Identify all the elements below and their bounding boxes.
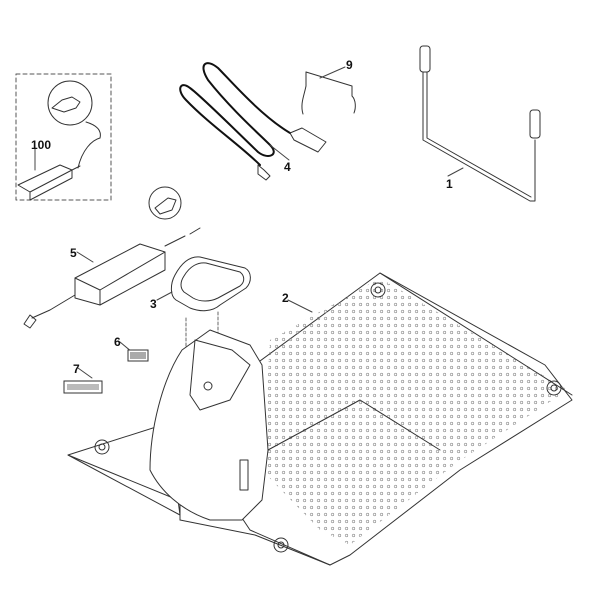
part-5-power-supply bbox=[23, 186, 201, 329]
callout-5: 5 bbox=[70, 246, 77, 260]
part-100-group bbox=[15, 73, 112, 201]
callout-7: 7 bbox=[73, 362, 80, 376]
part-4-usb-cable bbox=[179, 62, 327, 181]
callout-4: 4 bbox=[284, 160, 291, 174]
callout-3: 3 bbox=[150, 297, 157, 311]
part-2-base-plate bbox=[67, 272, 573, 566]
callout-6: 6 bbox=[114, 335, 121, 349]
leader-lines bbox=[34, 66, 464, 379]
callout-2: 2 bbox=[282, 291, 289, 305]
callout-1: 1 bbox=[446, 177, 453, 191]
callout-100: 100 bbox=[31, 138, 52, 152]
callout-9: 9 bbox=[346, 58, 353, 72]
part-9-clip bbox=[301, 71, 356, 115]
docking-station bbox=[149, 329, 269, 521]
part-1-stake bbox=[419, 45, 541, 202]
